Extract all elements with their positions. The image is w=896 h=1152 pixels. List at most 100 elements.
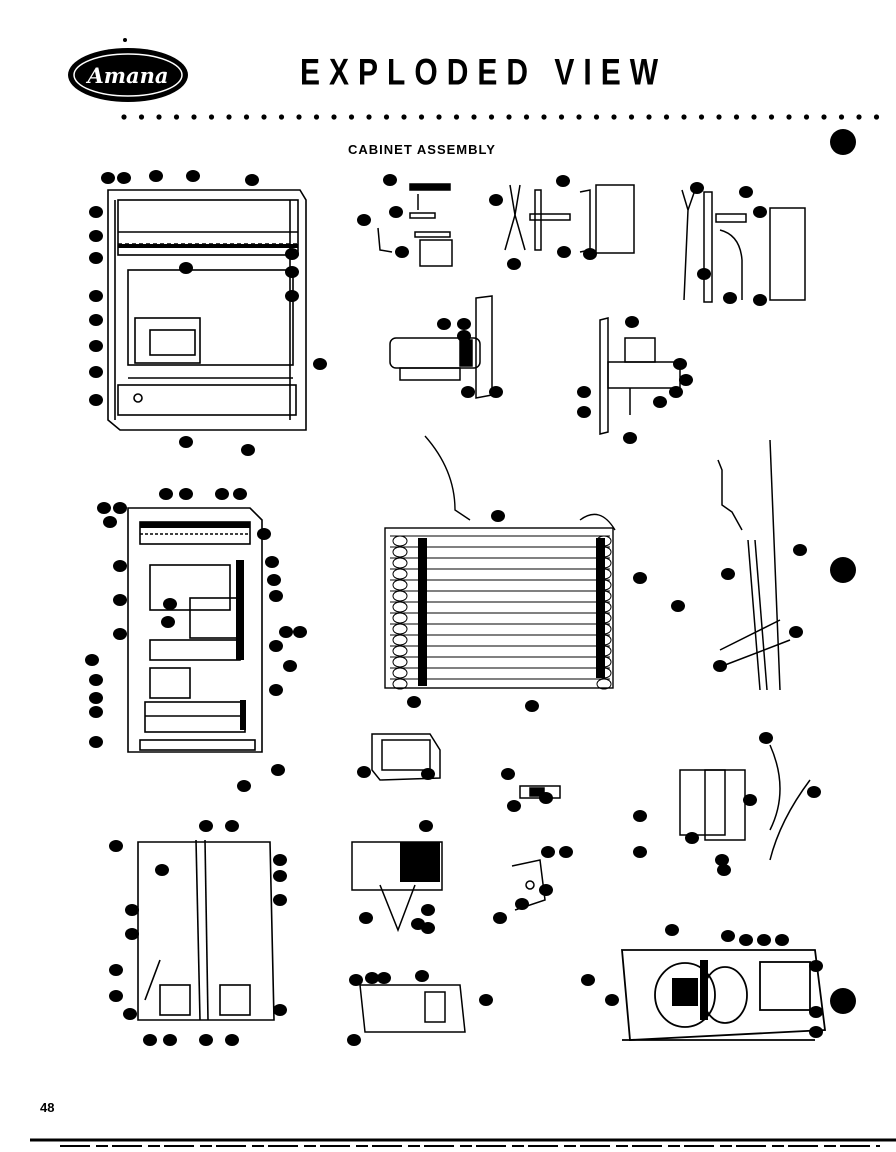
separator-dot: [768, 114, 775, 120]
part-number-bubble: [159, 488, 173, 500]
part-number-bubble: [721, 930, 735, 942]
part-number-bubble: [421, 768, 435, 780]
part-number-bubble: [739, 186, 753, 198]
part-number-bubble: [179, 436, 193, 448]
detail-h: [351, 841, 443, 933]
part-number-bubble: [539, 884, 553, 896]
part-number-bubble: [669, 386, 683, 398]
section-title: CABINET ASSEMBLY: [348, 142, 496, 157]
page-title: EXPLODED VIEW: [300, 52, 668, 94]
part-number-bubble: [557, 246, 571, 258]
part-number-bubble: [89, 736, 103, 748]
part-number-bubble: [633, 810, 647, 822]
part-number-bubble: [103, 516, 117, 528]
part-number-bubble: [269, 684, 283, 696]
part-number-bubble: [269, 640, 283, 652]
part-number-bubble: [723, 292, 737, 304]
separator-dot: [296, 114, 302, 120]
part-number-bubble: [605, 994, 619, 1006]
part-number-bubble: [489, 386, 503, 398]
part-number-bubble: [457, 318, 471, 330]
part-number-bubble: [89, 674, 103, 686]
part-number-bubble: [623, 432, 637, 444]
part-number-bubble: [759, 732, 773, 744]
part-number-bubble: [109, 990, 123, 1002]
part-number-bubble: [125, 904, 139, 916]
tube-bend: [392, 667, 408, 679]
part-number-bubble: [507, 800, 521, 812]
part-number-bubble: [123, 1008, 137, 1020]
cabinet-middle-fills: [140, 522, 250, 730]
separator-dot: [681, 114, 687, 120]
part-number-bubble: [753, 206, 767, 218]
binder-hole: [830, 557, 856, 583]
detail-a: [377, 183, 453, 267]
part-number-bubble: [419, 820, 433, 832]
part-number-bubble: [556, 175, 570, 187]
part-number-bubble: [743, 794, 757, 806]
part-number-bubble: [721, 568, 735, 580]
part-number-bubble: [273, 854, 287, 866]
part-number-bubble: [225, 820, 239, 832]
tube-bend: [596, 678, 612, 690]
part-number-bubble: [807, 786, 821, 798]
part-number-bubble: [89, 340, 103, 352]
tube-bend: [392, 645, 408, 657]
part-number-bubble: [97, 502, 111, 514]
evaporator-tubes: [418, 538, 605, 686]
part-number-bubble: [541, 846, 555, 858]
part-number-bubble: [89, 252, 103, 264]
separator-dot: [436, 114, 442, 120]
part-number-bubble: [690, 182, 704, 194]
separator-dot: [366, 114, 372, 120]
part-number-bubble: [577, 406, 591, 418]
separator-dot: [611, 114, 617, 120]
part-number-bubble: [577, 386, 591, 398]
part-number-bubble: [809, 1026, 823, 1038]
part-number-bubble: [269, 590, 283, 602]
part-number-bubble: [457, 330, 471, 342]
separator-dot: [838, 114, 845, 120]
separator-dot: [121, 114, 127, 120]
part-number-bubble: [113, 560, 127, 572]
part-number-bubble: [293, 626, 307, 638]
separator-dot: [803, 114, 810, 120]
part-number-bubble: [199, 820, 213, 832]
part-number-bubble: [271, 764, 285, 776]
part-number-bubble: [267, 574, 281, 586]
separator-dot: [856, 114, 862, 120]
part-number-bubble: [715, 854, 729, 866]
model-only-detail: [371, 733, 441, 781]
part-number-bubble: [421, 904, 435, 916]
part-number-bubble: [273, 1004, 287, 1016]
part-number-bubble: [625, 316, 639, 328]
part-number-bubble: [265, 556, 279, 568]
detail-k: [679, 744, 811, 861]
tube-bend: [392, 612, 408, 624]
separator-dot: [261, 114, 267, 120]
separator-dot: [541, 114, 547, 120]
separator-dot: [628, 114, 635, 120]
part-number-bubble: [365, 972, 379, 984]
separator-dot: [488, 114, 495, 120]
separator-dot: [138, 114, 145, 120]
page-number: 48: [40, 1100, 55, 1115]
part-number-bubble: [163, 598, 177, 610]
defrost-heater-detail: [717, 439, 791, 691]
part-number-bubble: [809, 960, 823, 972]
part-number-bubble: [713, 660, 727, 672]
part-number-bubble: [113, 628, 127, 640]
part-number-bubble: [357, 214, 371, 226]
part-number-bubble: [273, 870, 287, 882]
separator-dot: [173, 114, 180, 120]
scan-edge: [30, 1138, 896, 1147]
part-number-bubble: [359, 912, 373, 924]
part-number-bubble: [395, 246, 409, 258]
part-number-bubble: [89, 366, 103, 378]
part-number-bubble: [653, 396, 667, 408]
part-number-bubble: [101, 172, 115, 184]
compressor-fill: [672, 960, 708, 1020]
part-number-bubble: [685, 832, 699, 844]
evaporator-coil: [384, 435, 616, 689]
part-number-bubble: [241, 444, 255, 456]
